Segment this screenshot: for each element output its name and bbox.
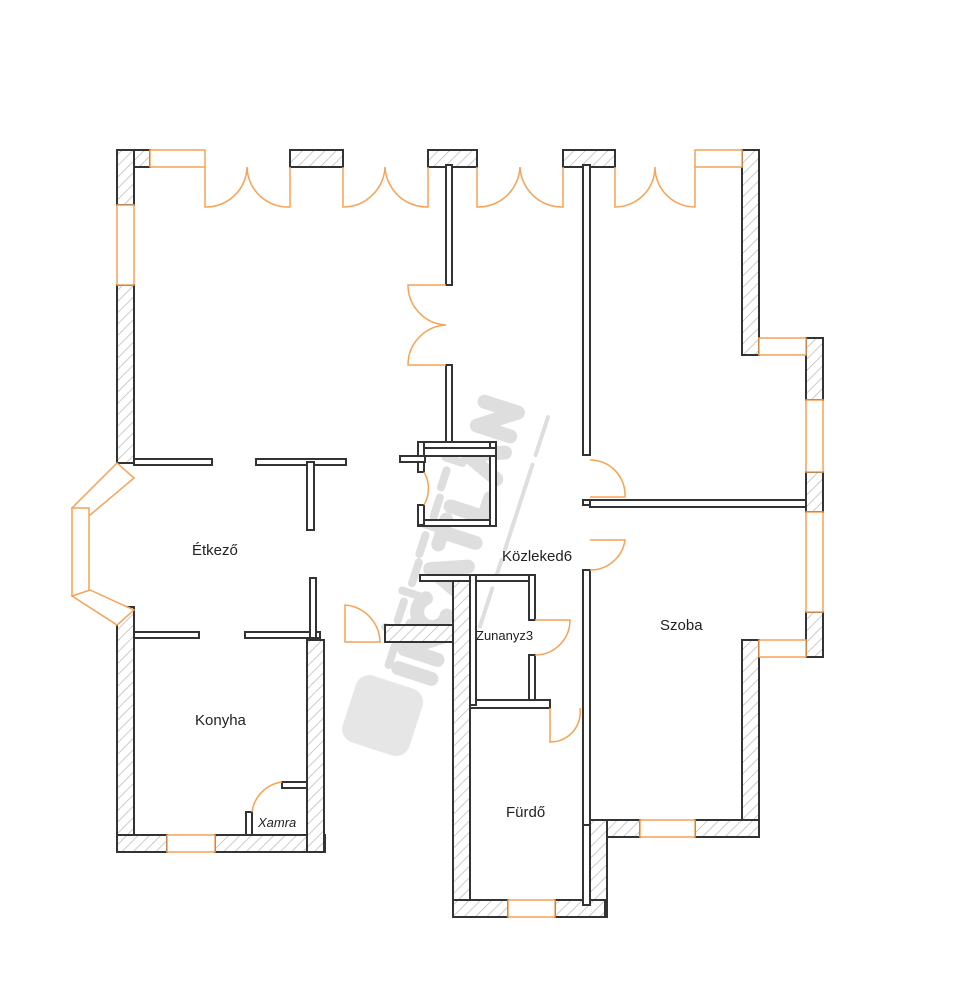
watermark-icon xyxy=(342,675,424,757)
room-label-pantry: Xamra xyxy=(257,815,296,830)
doors xyxy=(204,166,696,813)
windows xyxy=(70,149,824,918)
watermark-line-3 xyxy=(477,415,550,629)
room-label-dining: Étkező xyxy=(192,542,238,559)
room-label-room: Szoba xyxy=(660,617,703,634)
walls xyxy=(116,149,824,918)
room-label-kitchen: Konyha xyxy=(195,712,247,729)
room-label-bathroom: Fürdő xyxy=(506,804,545,821)
room-label-storage: Zunanyz3 xyxy=(476,628,533,643)
room-label-hallway: Közleked6 xyxy=(502,548,572,565)
room-labels: Étkező Konyha Xamra Közleked6 Zunanyz3 S… xyxy=(192,542,703,830)
